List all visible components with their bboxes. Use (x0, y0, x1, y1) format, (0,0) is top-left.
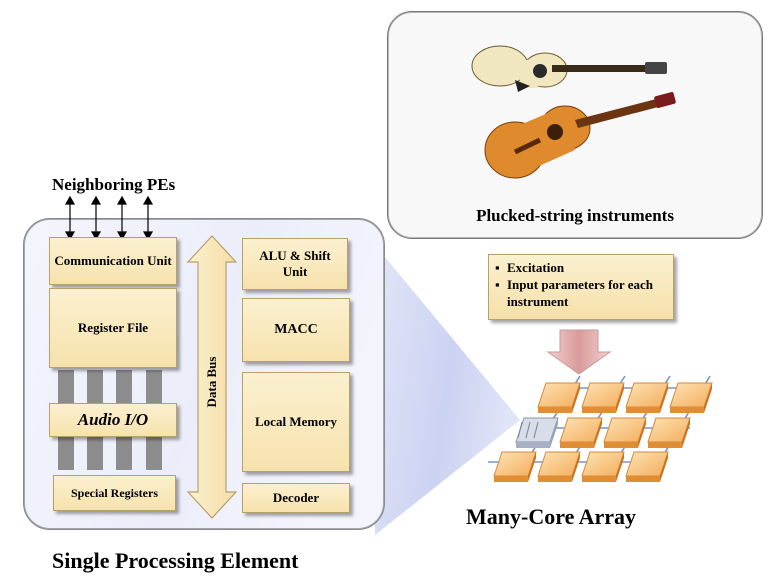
bullet-icon: ▪ (495, 260, 500, 275)
classical-guitar-icon (484, 92, 676, 179)
input-item-label: Input parameters for each instrument (507, 277, 653, 309)
core-tile (625, 451, 669, 482)
core-tile (581, 382, 625, 413)
alu-shift-unit: ALU & Shift Unit (242, 238, 348, 290)
selected-core (515, 417, 559, 448)
input-item-parameters: ▪ Input parameters for each instrument (495, 276, 667, 310)
macc: MACC (242, 298, 350, 362)
core-tile (537, 382, 581, 413)
guitar-icon (471, 45, 667, 92)
local-memory: Local Memory (242, 372, 350, 472)
core-tile (669, 382, 713, 413)
core-tile (493, 451, 537, 482)
core-tile (559, 417, 603, 448)
data-bus-arrow (186, 235, 238, 519)
io-lanes (58, 370, 162, 470)
array-title: Many-Core Array (466, 504, 637, 529)
core-tile (625, 382, 669, 413)
special-registers: Special Registers (53, 475, 176, 511)
communication-unit: Communication Unit (49, 237, 177, 285)
core-tile (647, 417, 691, 448)
input-parameters-box: ▪ Excitation ▪ Input parameters for each… (488, 254, 674, 320)
data-bus-label: Data Bus (204, 356, 219, 408)
pe-title: Single Processing Element (52, 548, 299, 573)
zoom-callout (375, 245, 520, 535)
core-tile (581, 451, 625, 482)
neighboring-pes-label: Neighboring PEs (52, 175, 176, 194)
core-tile (603, 417, 647, 448)
core-tile (537, 451, 581, 482)
instruments-caption: Plucked-string instruments (476, 206, 674, 225)
audio-io: Audio I/O (49, 403, 177, 437)
input-item-excitation: ▪ Excitation (495, 259, 667, 276)
input-item-label: Excitation (507, 260, 565, 275)
register-file: Register File (49, 288, 177, 368)
decoder: Decoder (242, 483, 350, 513)
down-arrow (546, 329, 612, 375)
neighbor-arrows (64, 195, 154, 241)
bullet-icon: ▪ (495, 277, 500, 292)
